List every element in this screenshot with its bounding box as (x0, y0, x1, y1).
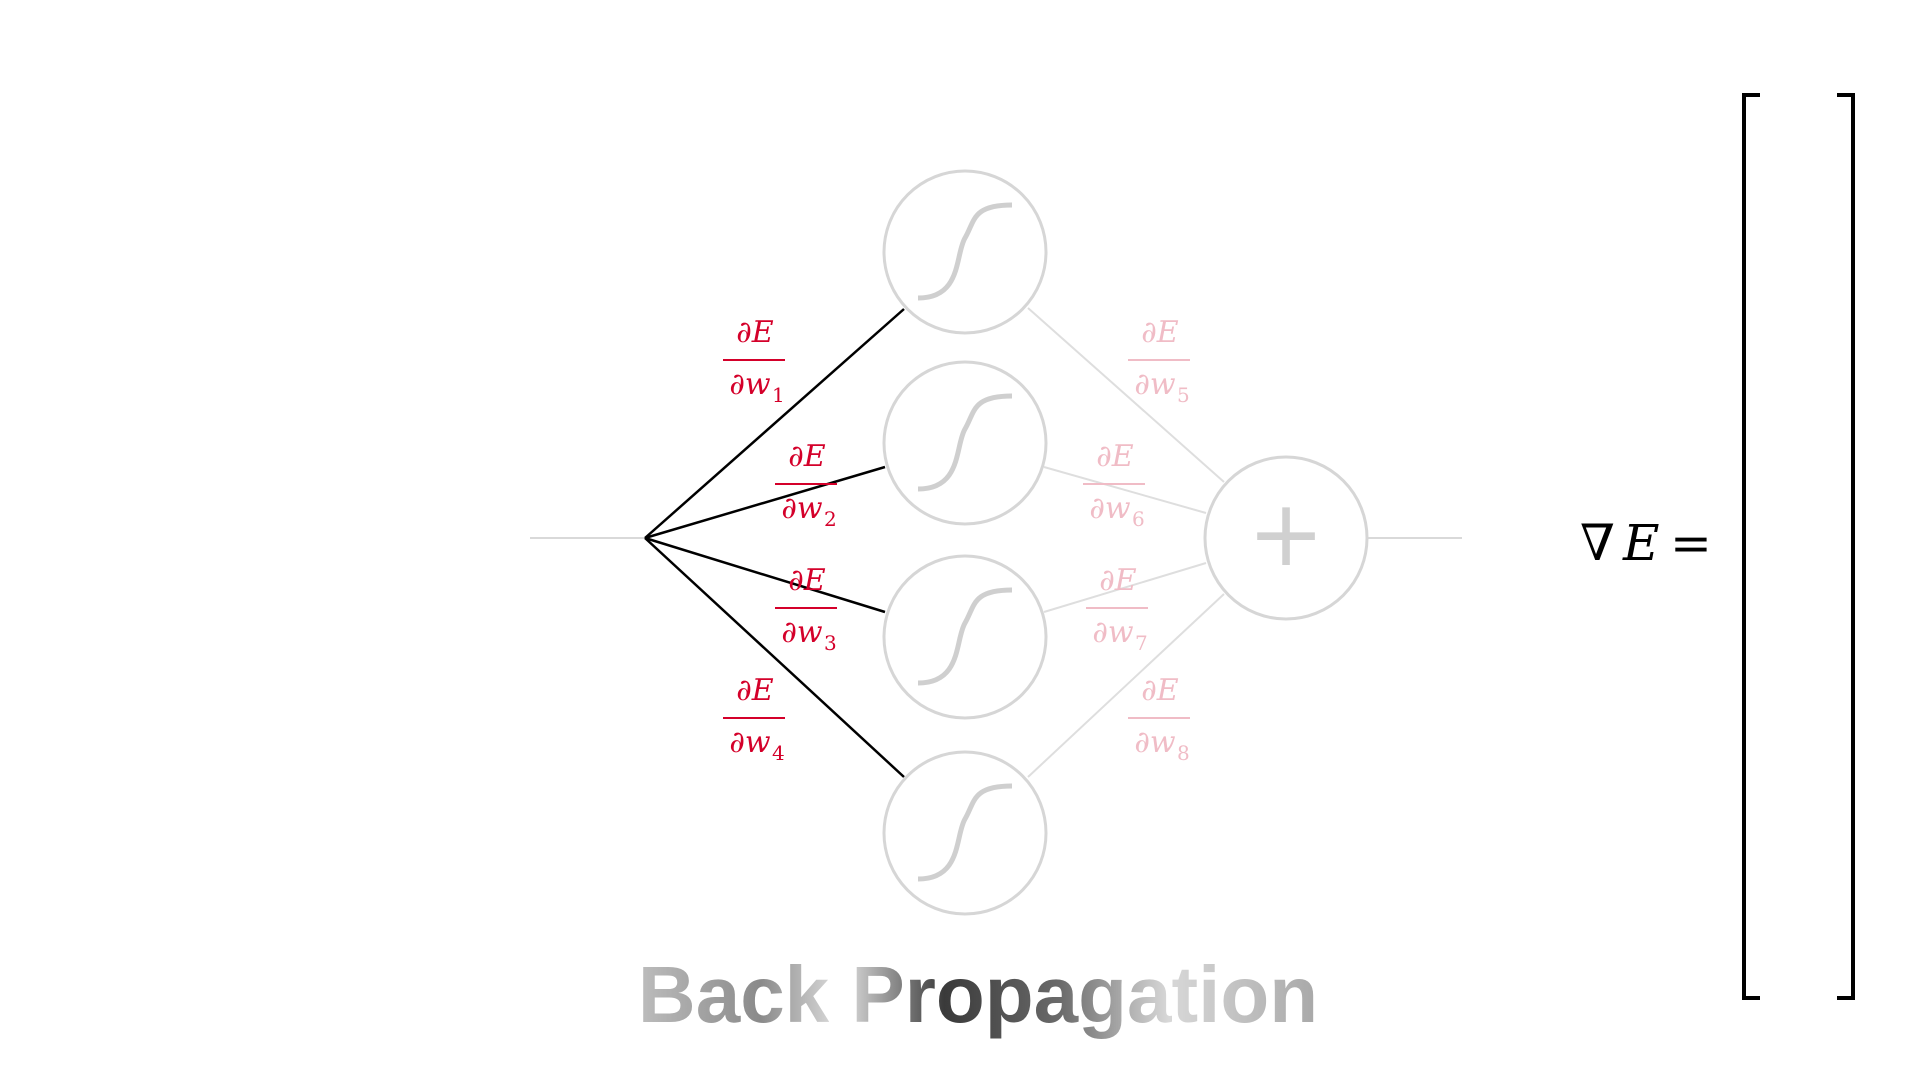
svg-text:6: 6 (1132, 507, 1145, 531)
gradient-labels: ∂E ∂w 1 ∂E ∂w 2 ∂E ∂w 3 ∂E ∂w 4 ∂E (723, 315, 1190, 765)
svg-text:∂w: ∂w (781, 491, 823, 526)
svg-text:∂w: ∂w (729, 725, 771, 760)
edge-w4 (644, 537, 905, 778)
gradient-label-w3: ∂E ∂w 3 (775, 563, 837, 655)
edge-w8 (1027, 593, 1225, 778)
svg-text:∂E: ∂E (1141, 315, 1179, 350)
hidden-node-2 (882, 360, 1048, 526)
svg-text:∂E: ∂E (736, 315, 774, 350)
edge-w7 (1043, 562, 1207, 613)
sigmoid-icon (917, 783, 1013, 882)
svg-text:∂w: ∂w (1134, 367, 1176, 402)
svg-text:2: 2 (824, 507, 837, 531)
svg-text:∂w: ∂w (729, 367, 771, 402)
active-edges (644, 308, 905, 778)
svg-text:∂E: ∂E (1141, 673, 1179, 708)
svg-text:∂E: ∂E (788, 439, 826, 474)
gradient-label-w2: ∂E ∂w 2 (775, 439, 837, 531)
gradient-label-w7: ∂E ∂w 7 (1086, 563, 1148, 655)
gradient-label-w5: ∂E ∂w 5 (1128, 315, 1190, 407)
svg-text:∂w: ∂w (781, 615, 823, 650)
edge-w2 (644, 465, 886, 540)
svg-text:8: 8 (1177, 741, 1190, 765)
svg-text:1: 1 (772, 383, 785, 407)
gradient-equation: ∇ E = (1580, 514, 1712, 572)
hidden-node-4 (882, 750, 1048, 916)
plus-icon: + (1247, 480, 1324, 587)
svg-text:∂E: ∂E (1096, 439, 1134, 474)
hidden-nodes (882, 169, 1048, 916)
svg-text:7: 7 (1135, 631, 1148, 655)
sigmoid-icon (917, 202, 1013, 301)
svg-text:3: 3 (824, 631, 837, 655)
error-symbol: E (1622, 514, 1660, 572)
svg-text:∂w: ∂w (1089, 491, 1131, 526)
faded-edges (1027, 307, 1225, 778)
edge-w5 (1027, 307, 1225, 483)
left-bracket (1742, 93, 1760, 1000)
page-title: Back Propagation (638, 950, 1318, 1039)
svg-text:4: 4 (772, 741, 785, 765)
edge-w1 (644, 308, 905, 539)
equals-sign: = (1670, 514, 1712, 572)
output-node: + (1203, 455, 1369, 621)
gradient-vector-brackets (1742, 93, 1855, 1000)
svg-text:∂E: ∂E (736, 673, 774, 708)
hidden-node-3 (882, 554, 1048, 720)
svg-text:∂w: ∂w (1092, 615, 1134, 650)
sigmoid-icon (917, 587, 1013, 686)
gradient-label-w1: ∂E ∂w 1 (723, 315, 785, 407)
gradient-label-w8: ∂E ∂w 8 (1128, 673, 1190, 765)
nabla-symbol: ∇ (1580, 514, 1615, 572)
edge-w6 (1043, 466, 1207, 514)
svg-text:∂E: ∂E (788, 563, 826, 598)
edge-w3 (644, 536, 886, 614)
hidden-node-1 (882, 169, 1048, 335)
right-bracket (1837, 93, 1855, 1000)
gradient-label-w6: ∂E ∂w 6 (1083, 439, 1145, 531)
svg-text:∂w: ∂w (1134, 725, 1176, 760)
gradient-label-w4: ∂E ∂w 4 (723, 673, 785, 765)
svg-text:∂E: ∂E (1099, 563, 1137, 598)
svg-text:5: 5 (1177, 383, 1190, 407)
sigmoid-icon (917, 393, 1013, 492)
